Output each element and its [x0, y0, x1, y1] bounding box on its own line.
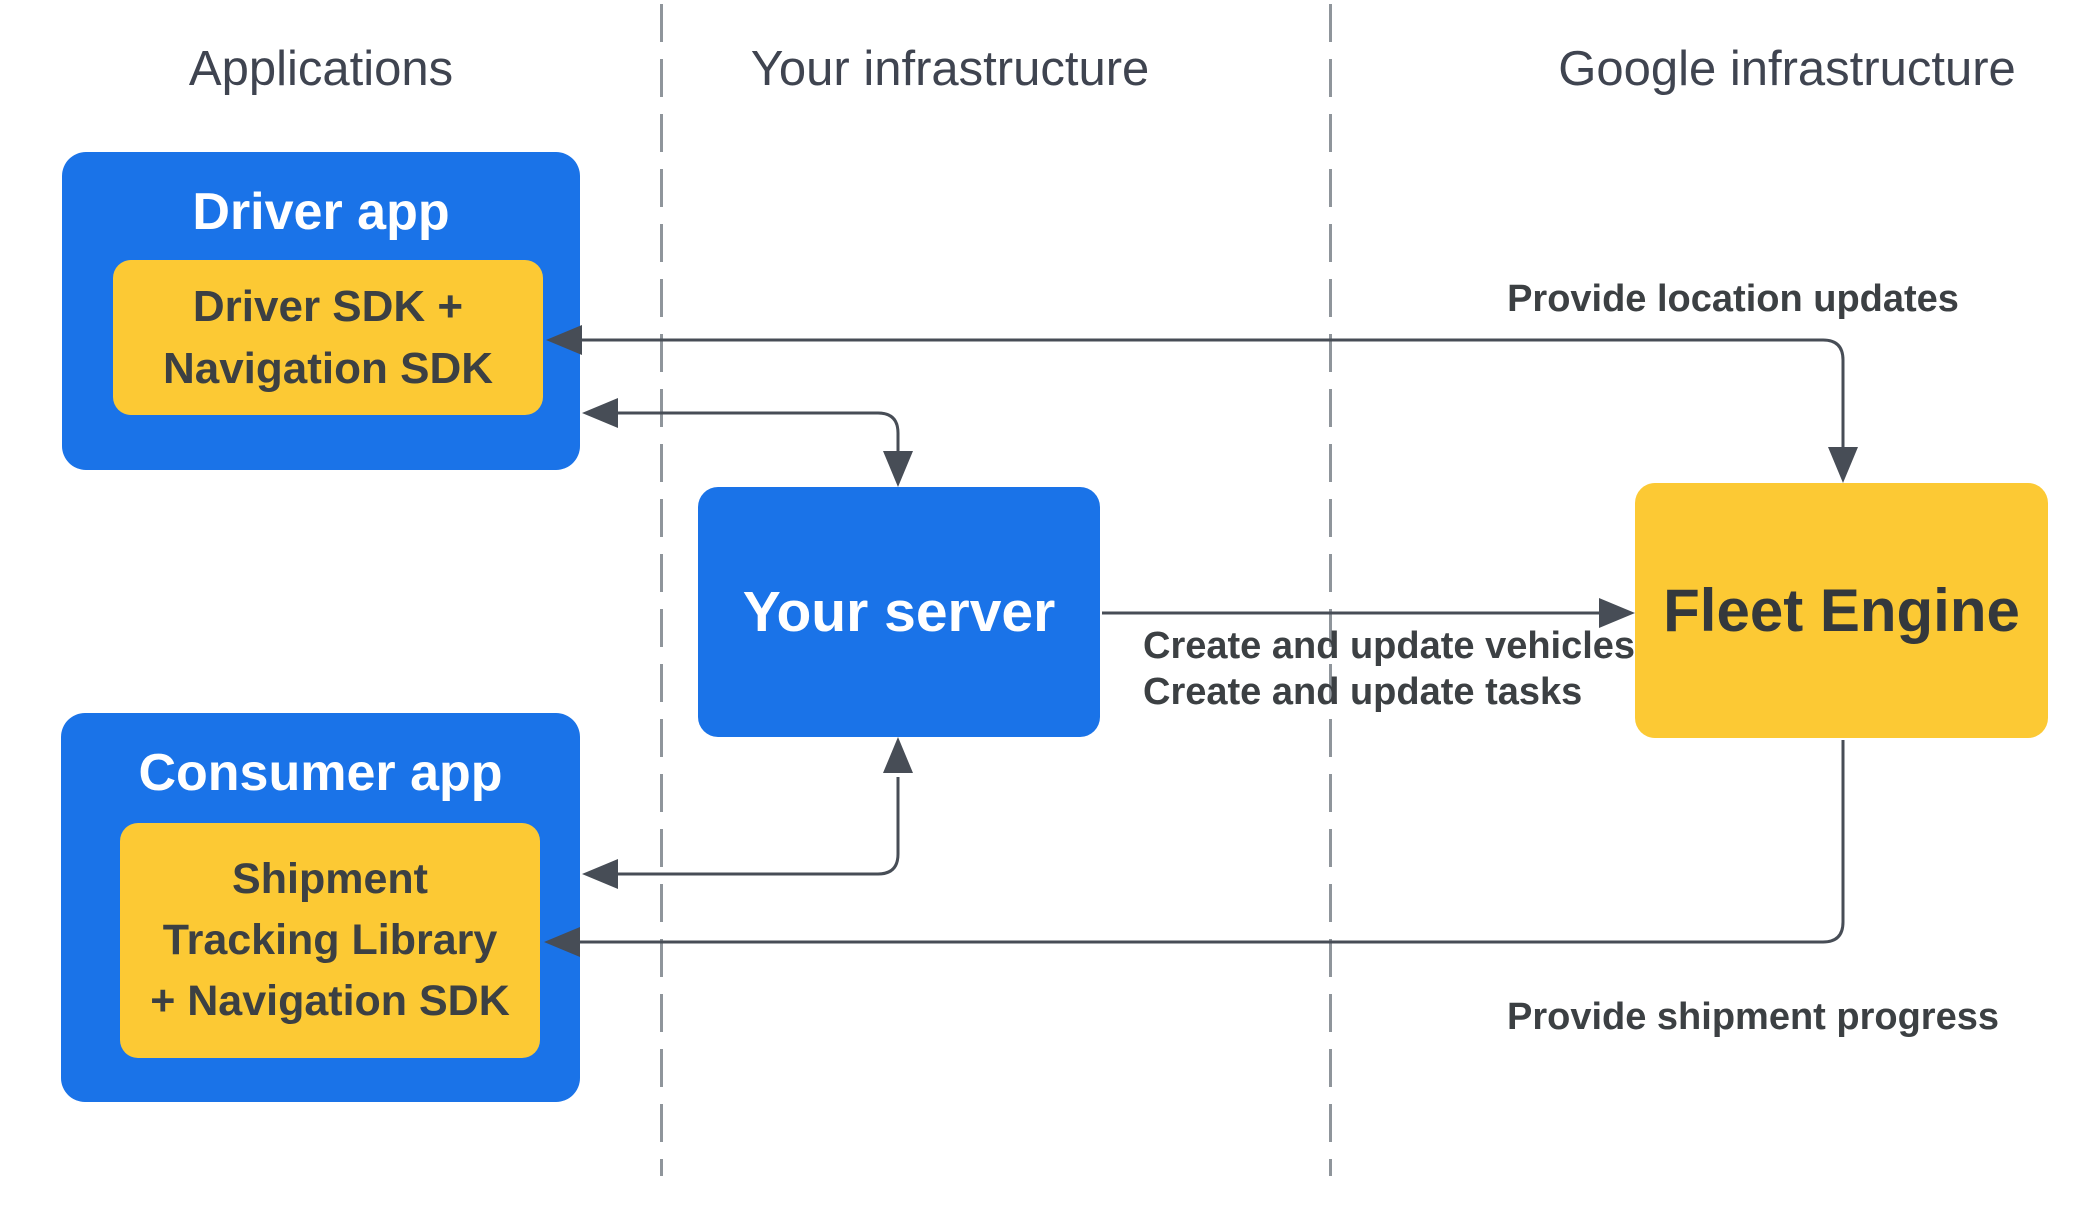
column-divider-right	[1329, 4, 1332, 1176]
label-provide-shipment-progress: Provide shipment progress	[1506, 996, 1999, 1038]
arrowhead-into-consumer-app	[582, 859, 618, 889]
label-create-tasks: Create and update tasks	[1143, 671, 1583, 713]
consumer-app-title: Consumer app	[138, 744, 503, 802]
shipment-tracking-library-box: Shipment Tracking Library + Navigation S…	[120, 823, 540, 1058]
column-header-applications: Applications	[188, 42, 454, 96]
column-header-your-infrastructure: Your infrastructure	[750, 42, 1150, 96]
driver-app-box: Driver app Driver SDK + Navigation SDK	[62, 152, 580, 470]
driver-app-title: Driver app	[192, 183, 450, 241]
shipment-library-line-2: Tracking Library	[162, 916, 498, 964]
arrowhead-into-fleet-engine-top	[1828, 447, 1858, 483]
column-divider-left	[660, 4, 663, 1176]
your-server-title: Your server	[742, 580, 1056, 644]
fleet-engine-box: Fleet Engine	[1635, 483, 2048, 738]
shipment-library-line-1: Shipment	[232, 855, 428, 903]
edge-consumer-app-your-server	[616, 777, 900, 876]
fleet-engine-title: Fleet Engine	[1663, 577, 2020, 644]
edge-provide-location-updates	[582, 338, 1845, 451]
shipment-library-line-3: + Navigation SDK	[150, 977, 510, 1025]
your-server-box: Your server	[698, 487, 1100, 737]
driver-sdk-box: Driver SDK + Navigation SDK	[113, 260, 543, 415]
arrowhead-into-driver-app	[582, 398, 618, 428]
label-provide-location-updates: Provide location updates	[1507, 278, 1959, 320]
column-header-google-infrastructure: Google infrastructure	[1558, 42, 2016, 96]
arrowhead-into-your-server-top	[883, 451, 913, 487]
consumer-app-box: Consumer app Shipment Tracking Library +…	[61, 713, 580, 1102]
driver-sdk-line-2: Navigation SDK	[162, 343, 494, 393]
label-create-vehicles: Create and update vehicles	[1143, 625, 1636, 667]
edge-provide-shipment-progress	[580, 740, 1845, 944]
edge-driver-app-your-server	[616, 411, 900, 455]
arrowhead-into-your-server-bottom	[883, 737, 913, 773]
driver-sdk-line-1: Driver SDK +	[192, 281, 464, 331]
label-create-and-update: Create and update vehicles Create and up…	[1143, 623, 1635, 715]
